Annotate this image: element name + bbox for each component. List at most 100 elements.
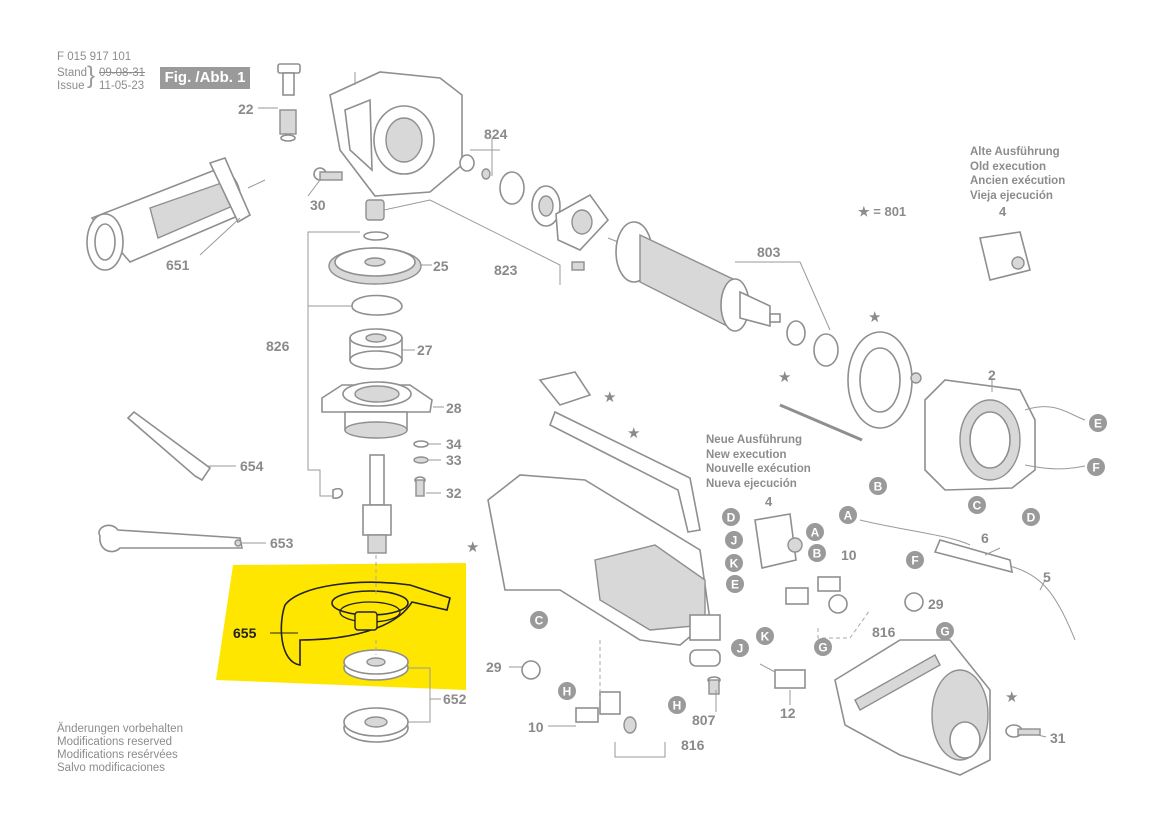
label-10-lower: 10 xyxy=(528,719,544,735)
bevel-gear-25 xyxy=(328,247,422,285)
washer-33 xyxy=(413,456,429,464)
star-mark-endcap: ★ xyxy=(1005,688,1018,706)
figure-label: Fig. /Abb. 1 xyxy=(160,67,250,89)
svg-text:F: F xyxy=(911,554,918,568)
hex-key-654 xyxy=(126,410,212,482)
svg-text:B: B xyxy=(813,547,822,561)
long-screw xyxy=(779,403,863,442)
label-655: 655 xyxy=(233,625,257,641)
switch-new-execution xyxy=(754,513,803,569)
old-execution-part-number: 4 xyxy=(999,204,1007,219)
bearing-flange-28 xyxy=(321,381,433,439)
footer-line-fr: Modifications resérvées xyxy=(57,749,178,761)
power-cord-6 xyxy=(859,519,1076,641)
choke-29-lower xyxy=(521,660,541,680)
old-execution-line-es: Vieja ejecución xyxy=(970,189,1053,202)
terminal-block-lower xyxy=(599,691,621,715)
bubble-D-switch: D xyxy=(722,508,740,526)
old-execution-line-en: Old execution xyxy=(970,160,1047,173)
svg-text:A: A xyxy=(811,526,820,540)
label-29-lower: 29 xyxy=(486,659,502,675)
star-mark-housing: ★ xyxy=(466,538,479,556)
screw-32 xyxy=(414,476,426,497)
label-816-lower: 816 xyxy=(681,737,705,753)
svg-text:B: B xyxy=(874,480,883,494)
svg-text:H: H xyxy=(673,699,682,713)
label-823: 823 xyxy=(494,262,518,278)
svg-text:G: G xyxy=(818,641,827,655)
svg-text:E: E xyxy=(1094,417,1102,431)
new-execution-line-en: New execution xyxy=(706,448,787,461)
bubble-G-mid: G xyxy=(814,638,832,656)
svg-text:J: J xyxy=(737,642,744,656)
label-816: 816 xyxy=(872,624,896,640)
bubble-C-lower: C xyxy=(530,611,548,629)
star-mark-lever: ★ xyxy=(627,424,640,442)
svg-text:A: A xyxy=(844,509,853,523)
bubble-G-choke: G xyxy=(936,622,954,640)
screw-30 xyxy=(313,167,343,181)
ball-bearing-27 xyxy=(349,328,403,370)
armature-bearing xyxy=(786,320,806,346)
wheel-guard-655 xyxy=(270,581,451,666)
svg-text:K: K xyxy=(761,630,770,644)
new-execution-note: Neue Ausführung New execution Nouvelle e… xyxy=(706,433,811,491)
choke-29 xyxy=(904,592,924,612)
star-mark-lever-top: ★ xyxy=(603,388,616,406)
end-cap xyxy=(834,639,991,776)
capacitor-10 xyxy=(817,576,841,592)
ring-terminal xyxy=(623,716,637,734)
brace-symbol: } xyxy=(87,62,96,89)
svg-text:D: D xyxy=(1027,511,1036,525)
label-826: 826 xyxy=(266,338,290,354)
armature-803 xyxy=(607,221,781,332)
label-803: 803 xyxy=(757,244,781,260)
label-824: 824 xyxy=(484,126,508,142)
label-33: 33 xyxy=(446,452,462,468)
label-34: 34 xyxy=(446,436,462,452)
svg-text:K: K xyxy=(730,557,739,571)
label-25: 25 xyxy=(433,258,449,274)
svg-text:F: F xyxy=(1092,461,1099,475)
label-31: 31 xyxy=(1050,730,1066,746)
bubble-B-cord: B xyxy=(869,477,887,495)
switch-lever xyxy=(538,371,701,533)
footer-note: Änderungen vorbehalten Modifications res… xyxy=(57,723,183,775)
bearing-set-824 xyxy=(459,154,610,271)
svg-text:C: C xyxy=(535,614,544,628)
new-execution-part-number: 4 xyxy=(765,494,773,509)
bolt-22 xyxy=(277,63,301,142)
new-execution-line-es: Nueva ejecución xyxy=(706,477,797,490)
label-653: 653 xyxy=(270,535,294,551)
star-legend: ★ = 801 xyxy=(858,204,907,219)
issue-label: Issue xyxy=(57,80,85,92)
carbon-brush-12 xyxy=(759,663,806,689)
new-execution-line-de: Neue Ausführung xyxy=(706,434,803,446)
label-2: 2 xyxy=(988,367,996,383)
flange-set-652 xyxy=(343,649,409,743)
document-number: F 015 917 101 xyxy=(57,51,132,63)
label-12: 12 xyxy=(780,705,796,721)
brush-holder xyxy=(689,649,721,667)
gear-head-housing xyxy=(329,71,463,197)
capacitor-10-lower xyxy=(575,707,599,723)
bubble-D-field: D xyxy=(1022,508,1040,526)
label-654: 654 xyxy=(240,458,264,474)
label-29: 29 xyxy=(928,596,944,612)
bubble-K-switch: K xyxy=(725,554,743,572)
label-651: 651 xyxy=(166,257,190,273)
svg-text:C: C xyxy=(973,499,982,513)
choke-29-mid xyxy=(828,594,848,614)
svg-text:G: G xyxy=(940,625,949,639)
bubble-C-field: C xyxy=(968,496,986,514)
spindle xyxy=(332,454,392,554)
label-6: 6 xyxy=(981,530,989,546)
new-issue-date: 11-05-23 xyxy=(99,80,145,92)
bubble-F-field: F xyxy=(1087,458,1105,476)
footer-line-en: Modifications reserved xyxy=(57,736,173,748)
old-execution-line-fr: Ancien exécution xyxy=(970,175,1066,187)
stand-label: Stand xyxy=(57,67,88,79)
label-28: 28 xyxy=(446,400,462,416)
